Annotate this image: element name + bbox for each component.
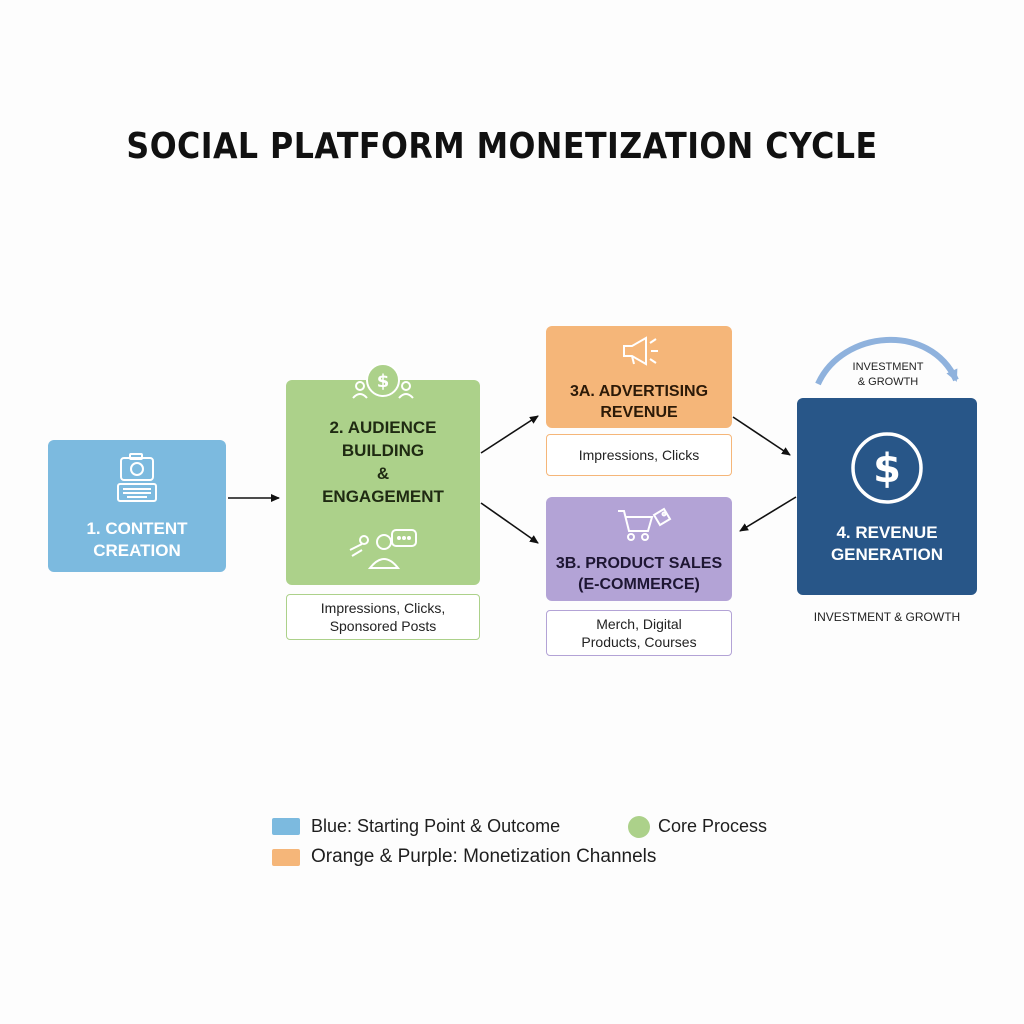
content-creation-box: 1. CONTENT CREATION [48, 440, 226, 572]
revenue-generation-box: $ 4. REVENUE GENERATION [797, 398, 977, 595]
legend-label-orange: Orange & Purple: Monetization Channels [311, 846, 657, 867]
arrow-audience-to-sales [480, 502, 539, 544]
audience-building-box: $ 2. AUDIENCE BUILDING & ENGAGEMENT [286, 363, 480, 585]
arrow-revenue-to-sales [739, 496, 797, 532]
legend-label-blue: Blue: Starting Point & Outcome [311, 816, 561, 836]
dollar-circle-icon: $ [851, 432, 923, 504]
legend-swatch-blue [272, 818, 300, 835]
advertising-revenue-label: 3A. ADVERTISING REVENUE [569, 383, 709, 421]
revenue-generation-label: 4. REVENUE GENERATION [830, 523, 944, 564]
content-creation-label: 1. CONTENT CREATION [86, 519, 188, 560]
product-sales-box: 3B. PRODUCT SALES (E-COMMERCE) [546, 497, 732, 601]
legend-swatch-orange [272, 849, 300, 866]
people-dollar-icon: $ [352, 363, 414, 399]
cart-tag-icon [618, 507, 672, 541]
audience-building-details: Impressions, Clicks, Sponsored Posts [286, 594, 480, 640]
arrow-audience-to-advertising [480, 415, 539, 454]
svg-text:$: $ [377, 371, 390, 392]
product-sales-details: Merch, Digital Products, Courses [546, 610, 732, 656]
megaphone-icon [623, 336, 658, 366]
chat-users-icon [349, 529, 417, 569]
legend-label-green: Core Process [658, 816, 768, 836]
advertising-revenue-details: Impressions, Clicks [546, 434, 732, 476]
advertising-revenue-box: 3A. ADVERTISING REVENUE [546, 326, 732, 428]
arrow-advertising-to-revenue [732, 416, 791, 456]
growth-note-bottom: INVESTMENT & GROWTH [813, 610, 961, 624]
legend-swatch-green [628, 816, 650, 838]
product-sales-label: 3B. PRODUCT SALES (E-COMMERCE) [555, 555, 723, 593]
growth-note-top: INVESTMENT & GROWTH [852, 361, 924, 388]
camera-keyboard-icon [117, 453, 157, 502]
diagram-title: SOCIAL PLATFORM MONETIZATION CYCLE [126, 126, 878, 167]
growth-curve-arrow [815, 336, 959, 386]
svg-text:$: $ [873, 446, 901, 492]
audience-building-label: 2. AUDIENCE BUILDING & ENGAGEMENT [322, 418, 444, 506]
